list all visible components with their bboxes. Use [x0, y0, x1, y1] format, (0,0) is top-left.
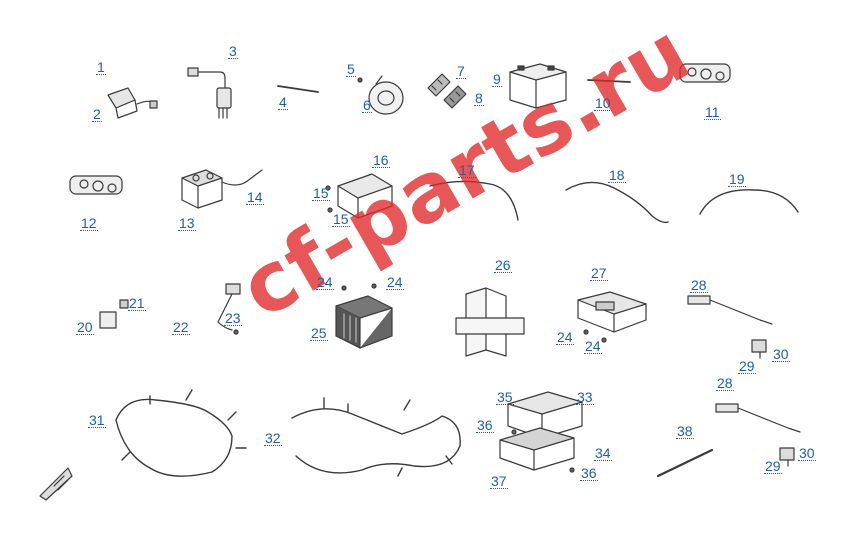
bracket-26-part: [455, 287, 525, 357]
callout-20: 20: [76, 319, 94, 335]
direction-arrow-icon: [39, 467, 73, 501]
sensor-20-part: [99, 299, 129, 329]
callout-22: 22: [172, 319, 190, 335]
rod-38-part: [656, 448, 714, 478]
callout-3: 3: [228, 43, 238, 59]
callout-26: 26: [494, 257, 512, 273]
callout-24-d: 24: [584, 338, 602, 354]
callout-24-b: 24: [386, 274, 404, 290]
ignition-coil-part: [181, 169, 263, 209]
callout-2: 2: [92, 106, 102, 122]
callout-11: 11: [704, 104, 721, 120]
sensor-28-lower-part: [715, 403, 801, 467]
sensor-28-upper-part: [687, 295, 773, 359]
wire-17-part: [429, 180, 519, 221]
callout-24-a: 24: [316, 274, 334, 290]
speed-sensor-part: [217, 283, 241, 335]
switch-set-12-part: [69, 175, 123, 195]
callout-10: 10: [594, 95, 612, 111]
wire-18-part: [565, 181, 669, 224]
callout-25: 25: [310, 325, 328, 341]
callout-36-right: 36: [580, 465, 598, 481]
callout-4: 4: [278, 94, 288, 110]
callout-5: 5: [346, 61, 356, 77]
callout-8: 8: [474, 90, 484, 106]
callout-30-upper: 30: [772, 346, 790, 362]
callout-19: 19: [728, 171, 746, 187]
cable-4-part: [277, 85, 319, 93]
callout-31: 31: [88, 412, 106, 428]
callout-7: 7: [456, 63, 466, 79]
callout-28-lower: 28: [716, 375, 734, 391]
horn-part: [357, 75, 404, 115]
callout-36-left: 36: [476, 417, 494, 433]
callout-12: 12: [80, 215, 98, 231]
cdi-unit-part: [325, 173, 393, 219]
regulator-part: [335, 283, 393, 349]
callout-32: 32: [264, 430, 282, 446]
callout-29-upper: 29: [738, 358, 756, 374]
callout-13: 13: [178, 215, 196, 231]
callout-35: 35: [496, 389, 514, 405]
callout-16: 16: [372, 152, 390, 168]
callout-9: 9: [492, 71, 502, 87]
callout-34: 34: [594, 445, 612, 461]
harness-31-part: [115, 389, 247, 477]
ecu-part: [577, 291, 647, 343]
callout-38: 38: [676, 423, 694, 439]
callout-21: 21: [128, 295, 146, 311]
battery-part: [509, 63, 567, 109]
callout-15-upper: 15: [312, 185, 330, 201]
callout-24-c: 24: [556, 329, 574, 345]
callout-27: 27: [590, 265, 608, 281]
callout-15-lower: 15: [332, 211, 350, 227]
switch-set-11-part: [679, 63, 731, 83]
callout-37: 37: [490, 473, 508, 489]
fuse-clip-part: [427, 73, 467, 109]
bulb-socket-part: [187, 67, 232, 119]
callout-14: 14: [246, 189, 264, 205]
callout-17: 17: [458, 162, 476, 178]
callout-18: 18: [608, 167, 626, 183]
callout-33: 33: [576, 389, 594, 405]
callout-29-lower: 29: [764, 458, 782, 474]
starter-relay-part: [107, 87, 158, 119]
wire-19-part: [699, 189, 799, 215]
callout-1: 1: [96, 59, 106, 75]
callout-23: 23: [224, 310, 242, 326]
callout-28-upper: 28: [690, 277, 708, 293]
cable-10-part: [587, 79, 631, 83]
callout-6: 6: [362, 97, 372, 113]
harness-32-part: [291, 397, 461, 477]
callout-30-lower: 30: [798, 445, 816, 461]
fuse-box-part: [499, 391, 583, 473]
